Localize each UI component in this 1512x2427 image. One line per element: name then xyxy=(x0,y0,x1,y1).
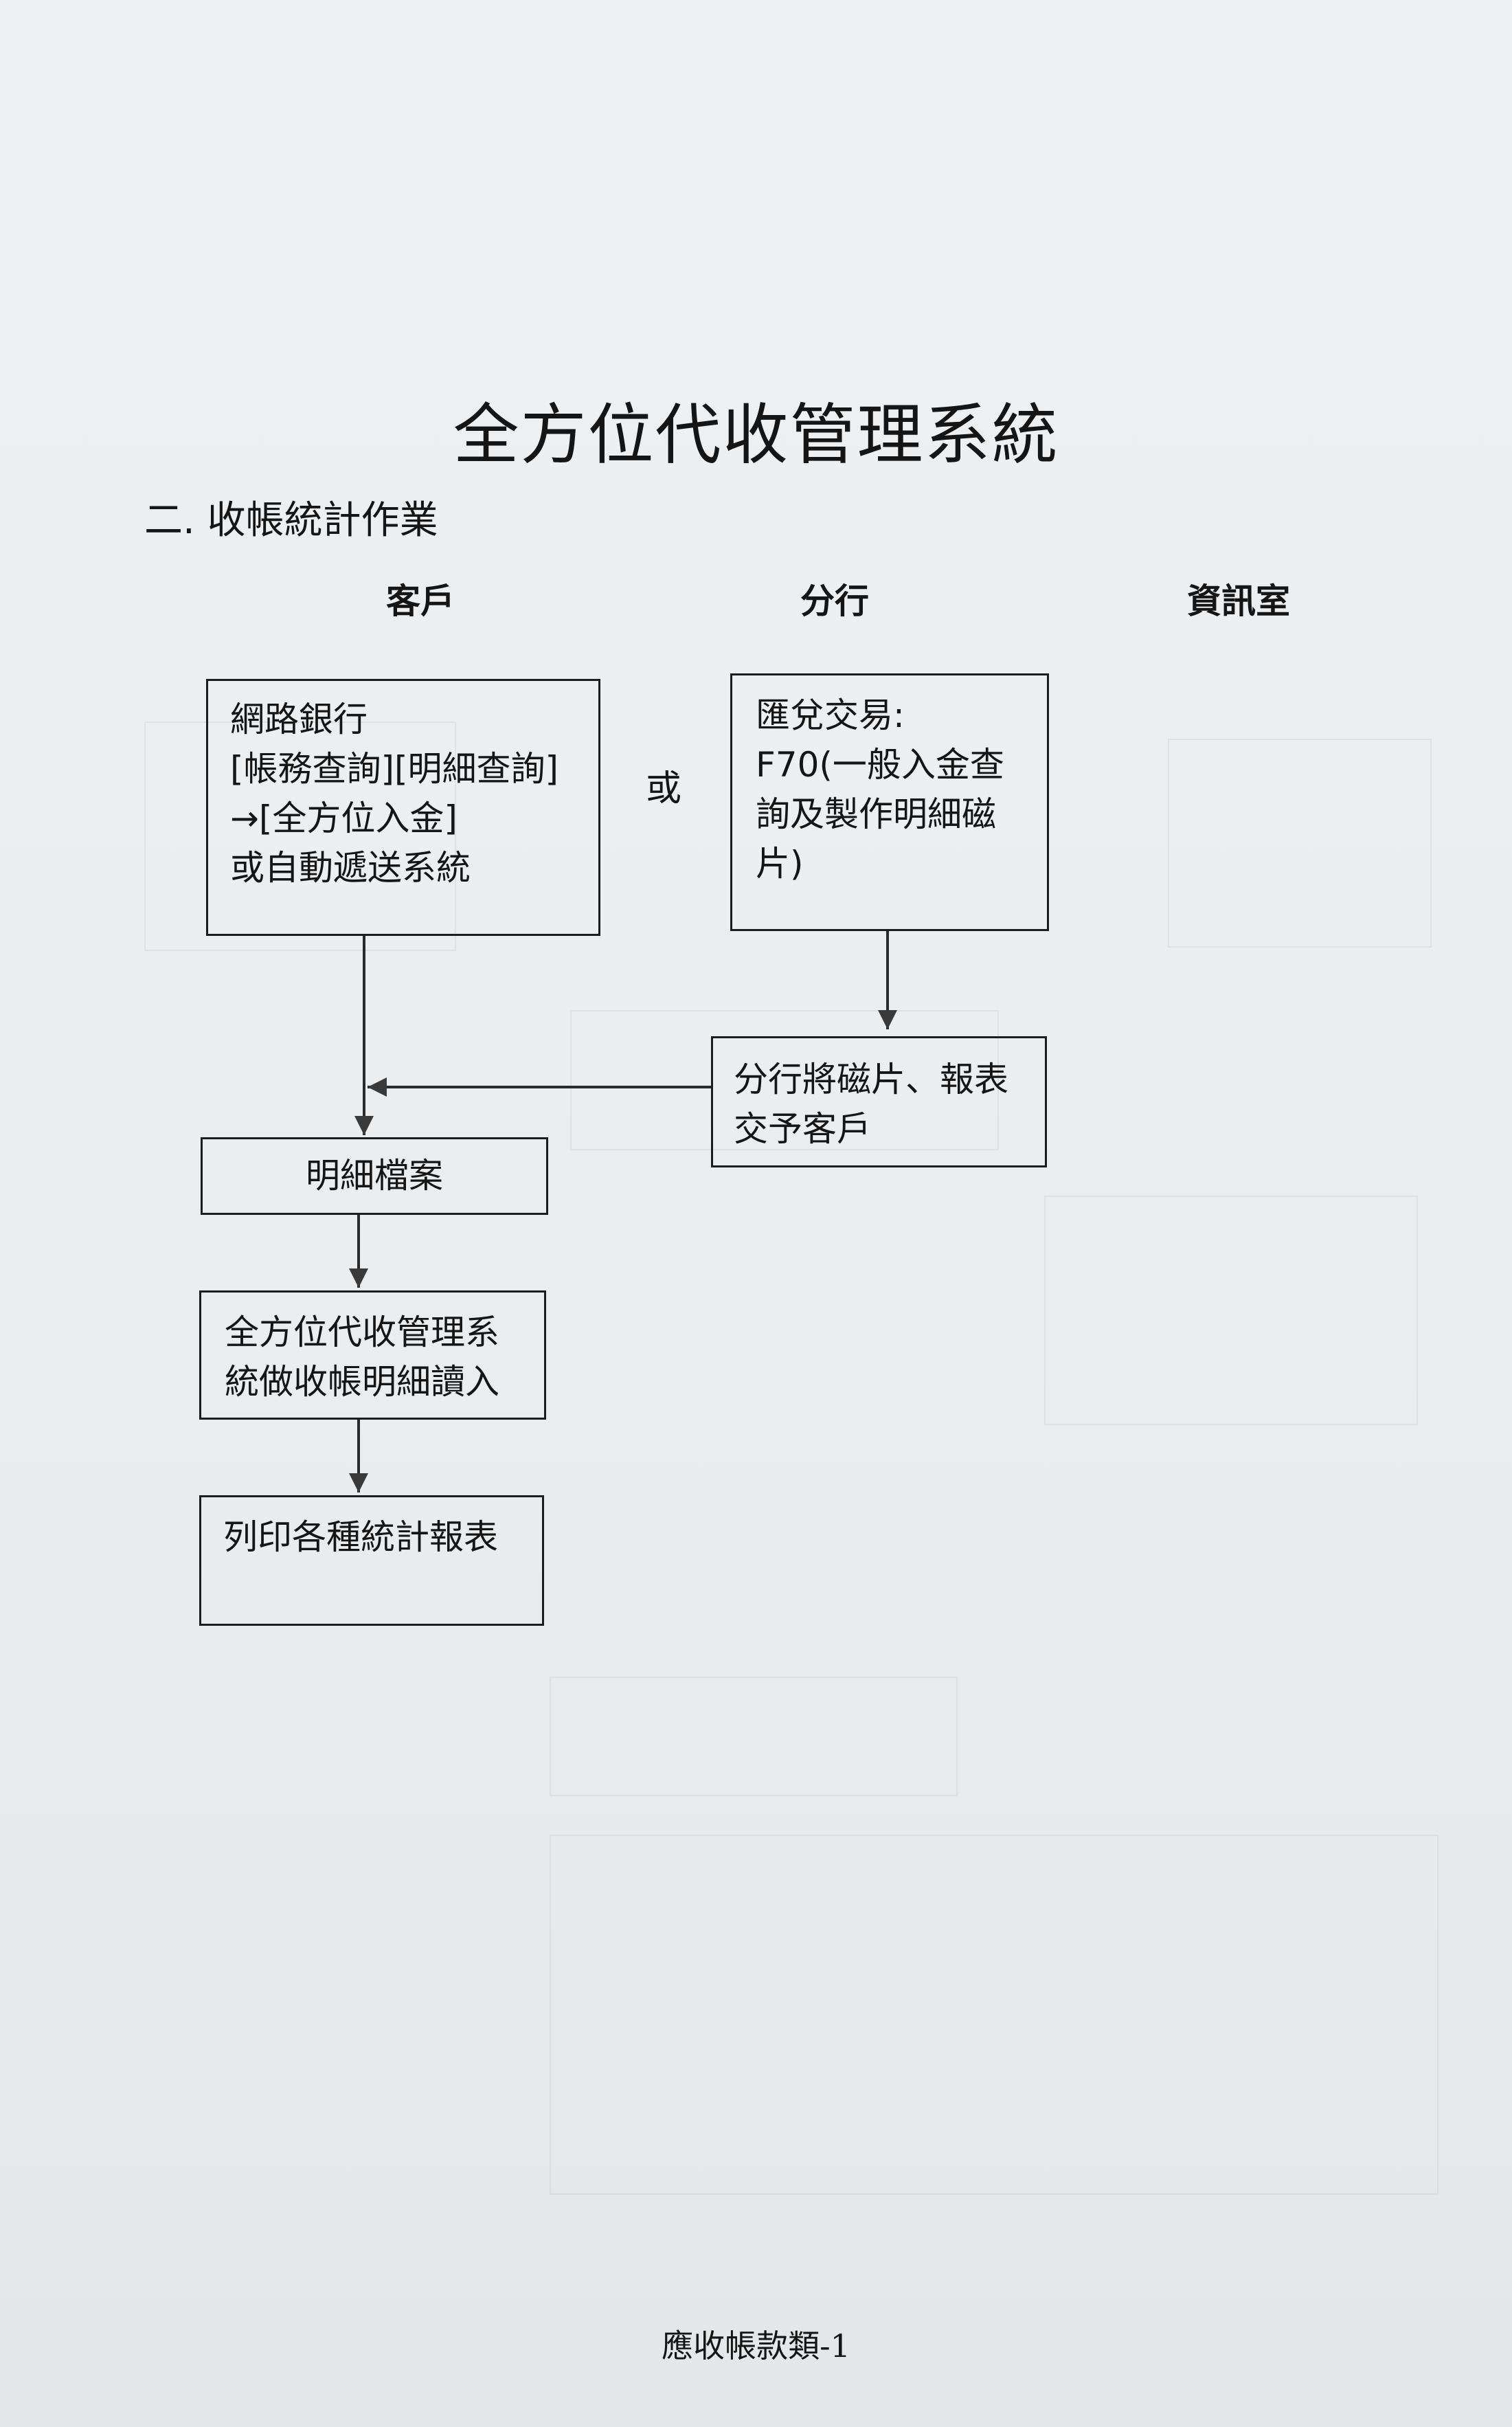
column-header-it: 資訊室 xyxy=(1187,581,1290,621)
box-line: 列印各種統計報表 xyxy=(223,1517,498,1557)
bleed-through-shape xyxy=(144,722,456,951)
bleed-through-shape xyxy=(550,1835,1438,2195)
box-branch-handover: 分行將磁片、報表 交予客戶 xyxy=(711,1036,1047,1167)
box-print-reports: 列印各種統計報表 xyxy=(199,1495,544,1626)
section-heading: 二. 收帳統計作業 xyxy=(144,498,438,543)
box-line: 片) xyxy=(756,844,804,884)
bleed-through-shape xyxy=(1044,1196,1418,1425)
box-line: 網路銀行 xyxy=(230,700,368,739)
box-line: 或自動遞送系統 xyxy=(230,848,471,888)
column-header-customer: 客戶 xyxy=(386,581,455,621)
box-line: 交予客戶 xyxy=(734,1109,871,1149)
box-system-read: 全方位代收管理系 統做收帳明細讀入 xyxy=(199,1290,546,1420)
bleed-through-shape xyxy=(1168,739,1432,948)
column-header-branch: 分行 xyxy=(800,581,869,621)
box-line: [帳務查詢][明細查詢] xyxy=(230,749,559,789)
box-line: F70(一般入金查 xyxy=(756,745,1004,785)
bleed-through-shape xyxy=(550,1677,958,1796)
page-title: 全方位代收管理系統 xyxy=(453,396,1059,473)
box-line: 全方位代收管理系 xyxy=(225,1312,499,1352)
bleed-through-shape xyxy=(570,1010,999,1150)
box-line: 匯兌交易: xyxy=(756,695,905,735)
box-line: 分行將磁片、報表 xyxy=(734,1060,1008,1099)
box-online-banking: 網路銀行 [帳務查詢][明細查詢] →[全方位入金] 或自動遞送系統 xyxy=(206,679,600,936)
box-remittance: 匯兌交易: F70(一般入金查 詢及製作明細磁 片) xyxy=(730,673,1049,931)
page-footer: 應收帳款類-1 xyxy=(662,2327,850,2364)
box-line: 統做收帳明細讀入 xyxy=(225,1362,499,1402)
box-line: 詢及製作明細磁 xyxy=(756,794,996,834)
box-line: →[全方位入金] xyxy=(230,798,458,838)
or-label: 或 xyxy=(646,768,682,809)
box-detail-file: 明細檔案 xyxy=(201,1137,548,1215)
box-line: 明細檔案 xyxy=(306,1156,443,1196)
